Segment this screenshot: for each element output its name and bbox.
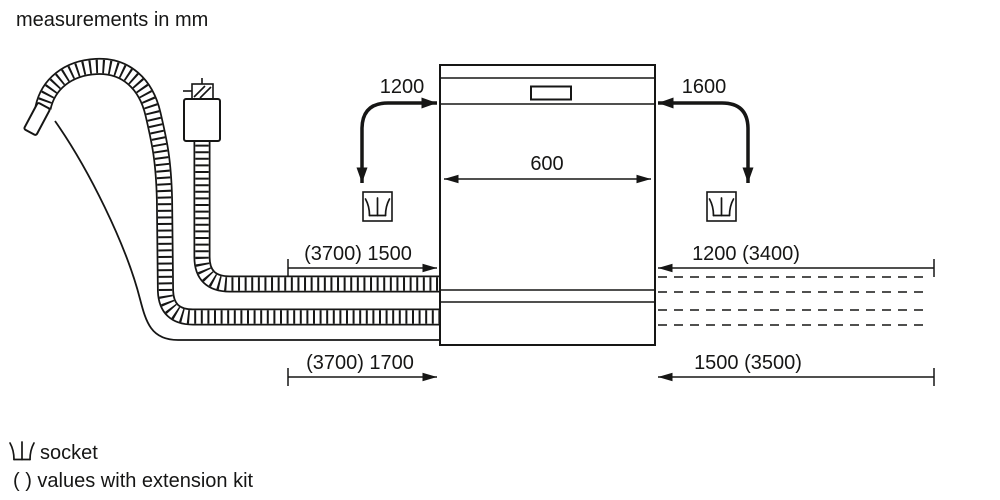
power-cord [54,120,445,341]
hose-mid-left-label: (3700) 1500 [304,243,412,265]
hose-bottom-left-label: (3700) 1700 [306,352,414,374]
power-left-dimension: 1200 [356,76,437,183]
socket-left-box [362,191,393,222]
water-hose-ribs [195,138,445,291]
legend: socket ( ) values with extension kit [9,441,254,492]
water-supply-hose [193,138,445,293]
width-dimension-label: 600 [530,153,563,175]
page-title: measurements in mm [16,9,208,31]
socket-right-icon [708,197,735,217]
power-left-arrow [356,97,437,183]
tap-hatch-2 [199,86,212,99]
power-right-label: 1600 [682,76,727,98]
socket-left-icon [364,197,391,217]
legend-extension-label: ( ) values with extension kit [13,470,254,492]
legend-socket-icon [9,441,35,461]
drain-hose-ribs [36,59,445,324]
extension-hoses-dashed [658,276,930,326]
hose-mid-right-label: 1200 (3400) [692,243,800,265]
dishwasher-outline [439,64,656,346]
legend-socket-label: socket [40,442,98,464]
drain-hose-end-cap [23,102,51,136]
power-cord-line [54,120,445,341]
socket-right [706,191,737,222]
hose-bottom-left-dimension: (3700) 1700 [287,352,437,386]
hose-bottom-right-dimension: 1500 (3500) [658,352,935,386]
dishwasher [439,64,656,346]
hose-bottom-right-label: 1500 (3500) [694,352,802,374]
aquastop-valve [183,78,221,142]
power-right-dimension: 1600 [658,76,754,183]
dishwasher-handle [530,85,572,101]
valve-body [183,98,221,142]
drain-hose [23,57,445,326]
hose-mid-right-dimension: 1200 (3400) [658,243,935,277]
width-dimension: 600 [444,153,651,184]
tap-hatch-1 [193,85,206,98]
power-left-label: 1200 [380,76,425,98]
power-right-arrow [658,97,754,183]
hose-mid-left-dimension: (3700) 1500 [287,243,437,277]
socket-right-box [706,191,737,222]
socket-left [362,191,393,222]
